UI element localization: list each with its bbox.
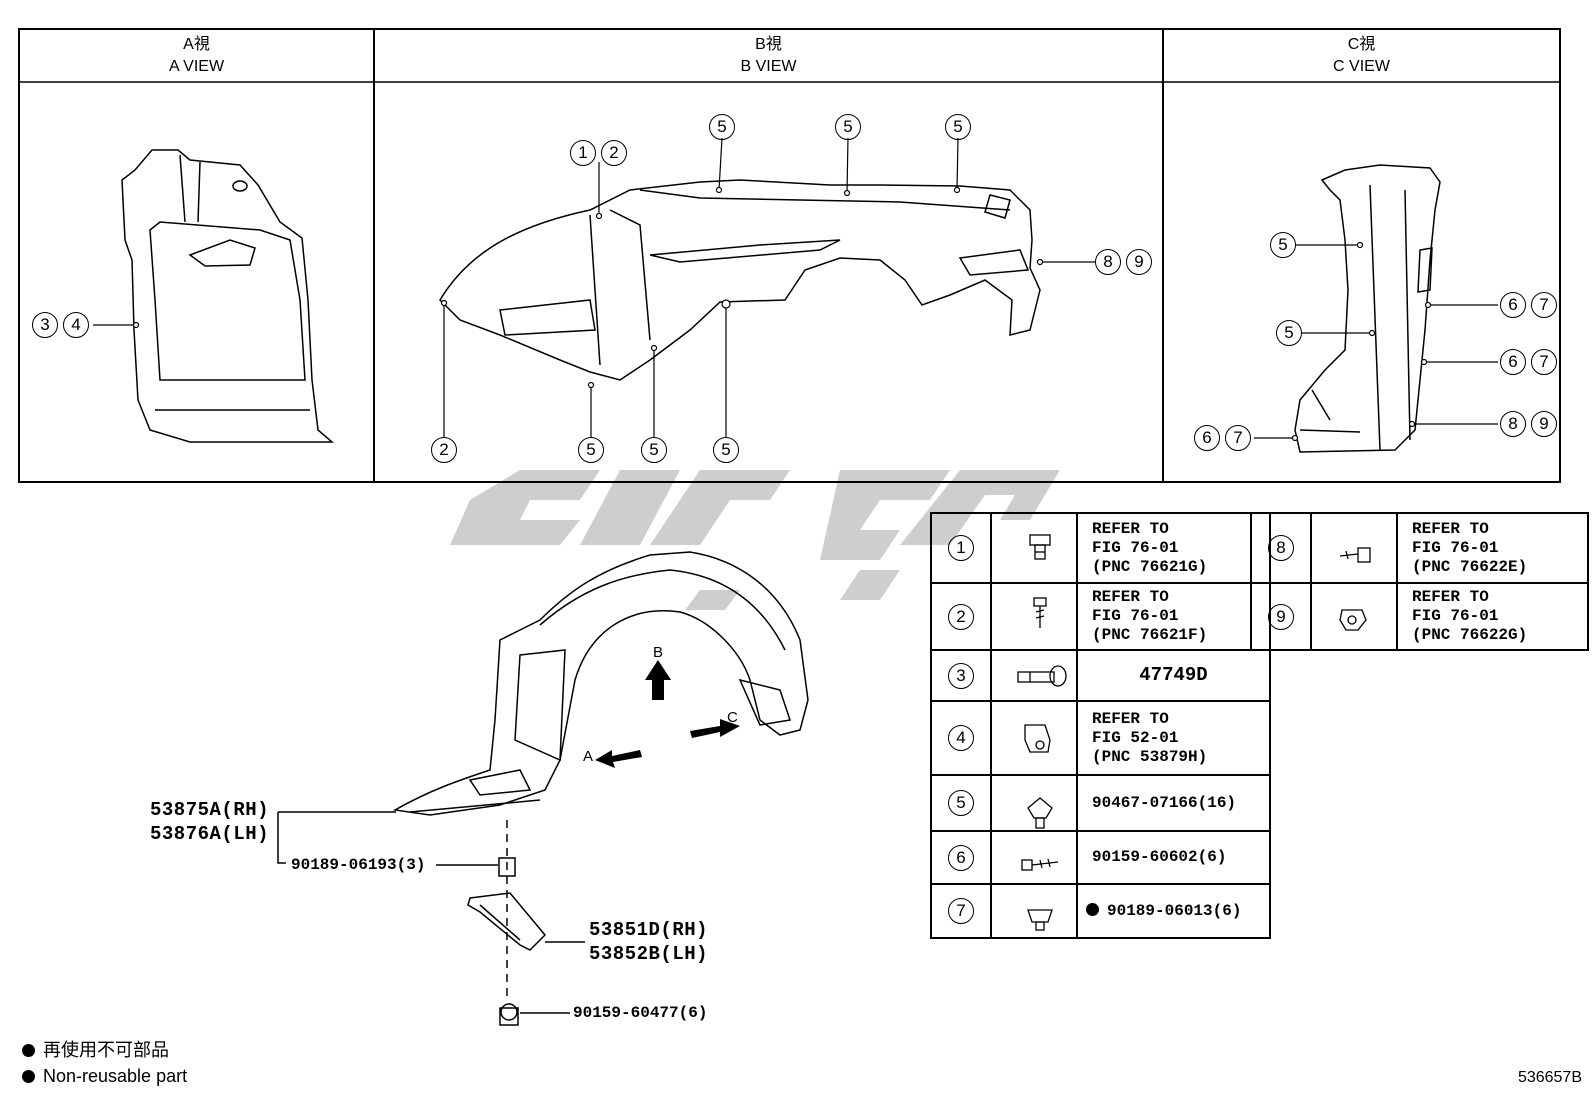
legend-row-8: 8 REFER TO FIG 76-01 (PNC 76622E) <box>1250 512 1589 584</box>
callout-b-5-bottom2: 5 <box>641 437 667 463</box>
b-view-title-jp: B視 <box>755 36 782 53</box>
a-view-title-en: A VIEW <box>168 58 225 75</box>
legend-desc-5: 90467-07166(16) <box>1076 774 1271 832</box>
legend-row-7: 7 90189-06013(6) <box>930 883 1271 939</box>
legend-desc-9: REFER TO FIG 76-01 (PNC 76622G) <box>1396 582 1589 651</box>
legend-num-4: 4 <box>948 725 974 751</box>
legend-table-left: 1 REFER TO FIG 76-01 (PNC 76621G) 2 REFE… <box>930 512 1271 939</box>
main-fender-liner-drawing <box>392 551 809 816</box>
callout-c-6-b: 6 <box>1500 349 1526 375</box>
part-label-bolt-bottom: 90159-60477(6) <box>573 1004 708 1022</box>
callout-b-1: 1 <box>570 140 596 166</box>
legend-num-9: 9 <box>1268 603 1294 630</box>
a-view-header: A視 A VIEW <box>19 34 374 78</box>
legend-num-1: 1 <box>948 535 974 561</box>
part-label-clip-upper: 90189-06193(3) <box>291 856 426 874</box>
legend-row-5: 5 90467-07166(16) <box>930 774 1271 832</box>
legend-row-6: 6 90159-60602(6) <box>930 830 1271 885</box>
callout-b-5-top1: 5 <box>709 114 735 140</box>
lower-parts-drawing <box>277 811 585 1026</box>
part-label-seal-lh: 53852B(LH) <box>589 943 709 965</box>
legend-desc-6: 90159-60602(6) <box>1076 830 1271 885</box>
legend-num-8: 8 <box>1268 535 1294 561</box>
b-view-header: B視 B VIEW <box>374 34 1163 78</box>
callout-c-7-a: 7 <box>1531 292 1557 318</box>
legend-num-7: 7 <box>948 898 974 924</box>
legend-row-1: 1 REFER TO FIG 76-01 (PNC 76621G) <box>930 512 1271 584</box>
legend-desc-1: REFER TO FIG 76-01 (PNC 76621G) <box>1076 512 1271 584</box>
b-view-title-en: B VIEW <box>740 58 797 75</box>
legend-num-5: 5 <box>948 790 974 816</box>
legend-table-right: 8 REFER TO FIG 76-01 (PNC 76622E) 9 REFE… <box>1250 512 1589 651</box>
part-label-liner-rh: 53875A(RH) <box>150 799 270 821</box>
bullet-dot-icon <box>22 1070 35 1083</box>
callout-b-5-bottom3: 5 <box>713 437 739 463</box>
callout-b-5-top2: 5 <box>835 114 861 140</box>
callout-b-2-bottom: 2 <box>431 437 457 463</box>
callout-a-4: 4 <box>63 312 89 338</box>
legend-row-9: 9 REFER TO FIG 76-01 (PNC 76622G) <box>1250 582 1589 651</box>
legend-row-4: 4 REFER TO FIG 52-01 (PNC 53879H) <box>930 700 1271 776</box>
arrow-label-c: C <box>727 709 738 726</box>
legend-row-3: 3 47749D <box>930 649 1271 702</box>
c-view-title-en: C VIEW <box>1333 58 1390 75</box>
legend-desc-2: REFER TO FIG 76-01 (PNC 76621F) <box>1076 582 1271 651</box>
watermark-logo <box>450 470 1060 610</box>
legend-desc-7: 90189-06013(6) <box>1107 901 1242 920</box>
c-view-title-jp: C視 <box>1347 36 1376 53</box>
callout-c-7-b: 7 <box>1531 349 1557 375</box>
note-jp: 再使用不可部品 <box>22 1038 169 1062</box>
bullet-dot-icon <box>22 1044 35 1057</box>
legend-desc-3: 47749D <box>1076 649 1271 702</box>
callout-c-5-a: 5 <box>1270 232 1296 258</box>
arrow-label-b: B <box>653 644 664 661</box>
callout-c-5-b: 5 <box>1276 320 1302 346</box>
legend-num-6: 6 <box>948 844 974 871</box>
callout-a-3: 3 <box>32 312 58 338</box>
arrow-label-a: A <box>583 748 594 765</box>
legend-desc-8: REFER TO FIG 76-01 (PNC 76622E) <box>1396 512 1589 584</box>
legend-num-2: 2 <box>948 603 974 630</box>
note-en-text: Non-reusable part <box>43 1066 188 1086</box>
callout-b-8: 8 <box>1095 249 1121 275</box>
callout-c-9: 9 <box>1531 411 1557 437</box>
b-view-liner-drawing <box>439 179 1041 381</box>
part-label-liner-lh: 53876A(LH) <box>150 823 270 845</box>
a-view-title-jp: A視 <box>183 36 210 53</box>
callout-b-2: 2 <box>601 140 627 166</box>
views-frame <box>18 28 1561 483</box>
direction-arrows <box>595 660 740 768</box>
callout-c-6-c: 6 <box>1194 425 1220 451</box>
non-reusable-dot-icon <box>1086 902 1099 916</box>
figure-code: 536657B <box>1517 1069 1582 1086</box>
legend-row-2: 2 REFER TO FIG 76-01 (PNC 76621F) <box>930 582 1271 651</box>
callout-b-5-top3: 5 <box>945 114 971 140</box>
view-leader-lines <box>93 137 1498 442</box>
note-en: Non-reusable part <box>22 1064 187 1088</box>
c-view-header: C視 C VIEW <box>1163 34 1560 78</box>
callout-c-8: 8 <box>1500 411 1526 437</box>
a-view-liner-drawing <box>121 149 335 443</box>
callout-b-5-bottom1: 5 <box>578 437 604 463</box>
callout-c-7-c: 7 <box>1225 425 1251 451</box>
legend-num-3: 3 <box>948 662 974 689</box>
legend-desc-4: REFER TO FIG 52-01 (PNC 53879H) <box>1076 700 1271 776</box>
callout-c-6-a: 6 <box>1500 292 1526 318</box>
callout-b-9: 9 <box>1126 249 1152 275</box>
c-view-liner-drawing <box>1294 164 1441 453</box>
note-jp-text: 再使用不可部品 <box>43 1040 169 1060</box>
part-label-seal-rh: 53851D(RH) <box>589 919 709 941</box>
